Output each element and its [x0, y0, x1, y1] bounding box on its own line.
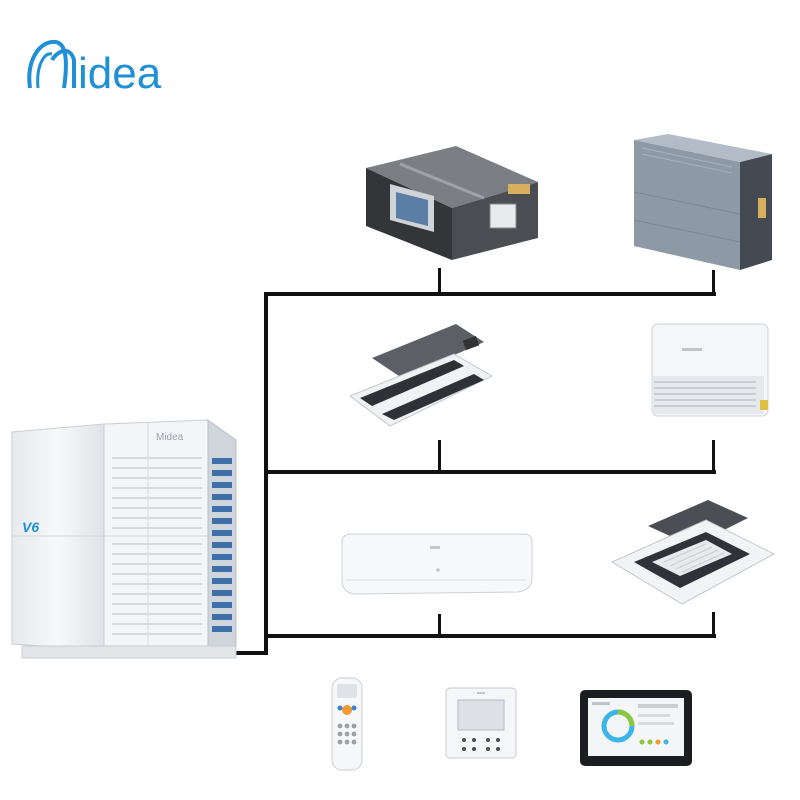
wired-controller-icon — [444, 686, 518, 760]
wall-mounted-unit-icon — [336, 532, 534, 598]
drop-pipe-wall-mounted — [438, 614, 441, 636]
ducted-unit-icon — [360, 140, 545, 266]
floor-ceiling-unit-icon — [646, 320, 774, 430]
branch-pipe-row-2 — [264, 470, 716, 474]
four-way-cassette-icon — [608, 496, 778, 612]
drop-pipe-ducted — [438, 268, 441, 294]
outdoor-link-pipe — [236, 651, 268, 655]
outdoor-brand-mark: Midea — [156, 432, 184, 443]
drop-pipe-two-way-cassette — [438, 440, 441, 472]
touch-screen-controller-icon — [578, 688, 694, 768]
drop-pipe-four-way-cassette — [712, 612, 715, 636]
drop-pipe-floor-ceiling — [712, 440, 715, 472]
midea-logo: idea — [22, 30, 212, 100]
drop-pipe-floor-concealed — [712, 270, 715, 294]
remote-control-icon — [330, 676, 364, 772]
two-way-cassette-icon — [346, 318, 496, 434]
branch-pipe-row-1 — [264, 292, 716, 296]
outdoor-unit: Midea V6 — [8, 418, 240, 670]
logo-text: idea — [78, 49, 162, 98]
model-badge: V6 — [22, 519, 39, 535]
floor-concealed-unit-icon — [628, 134, 778, 274]
branch-pipe-row-3 — [264, 634, 716, 638]
